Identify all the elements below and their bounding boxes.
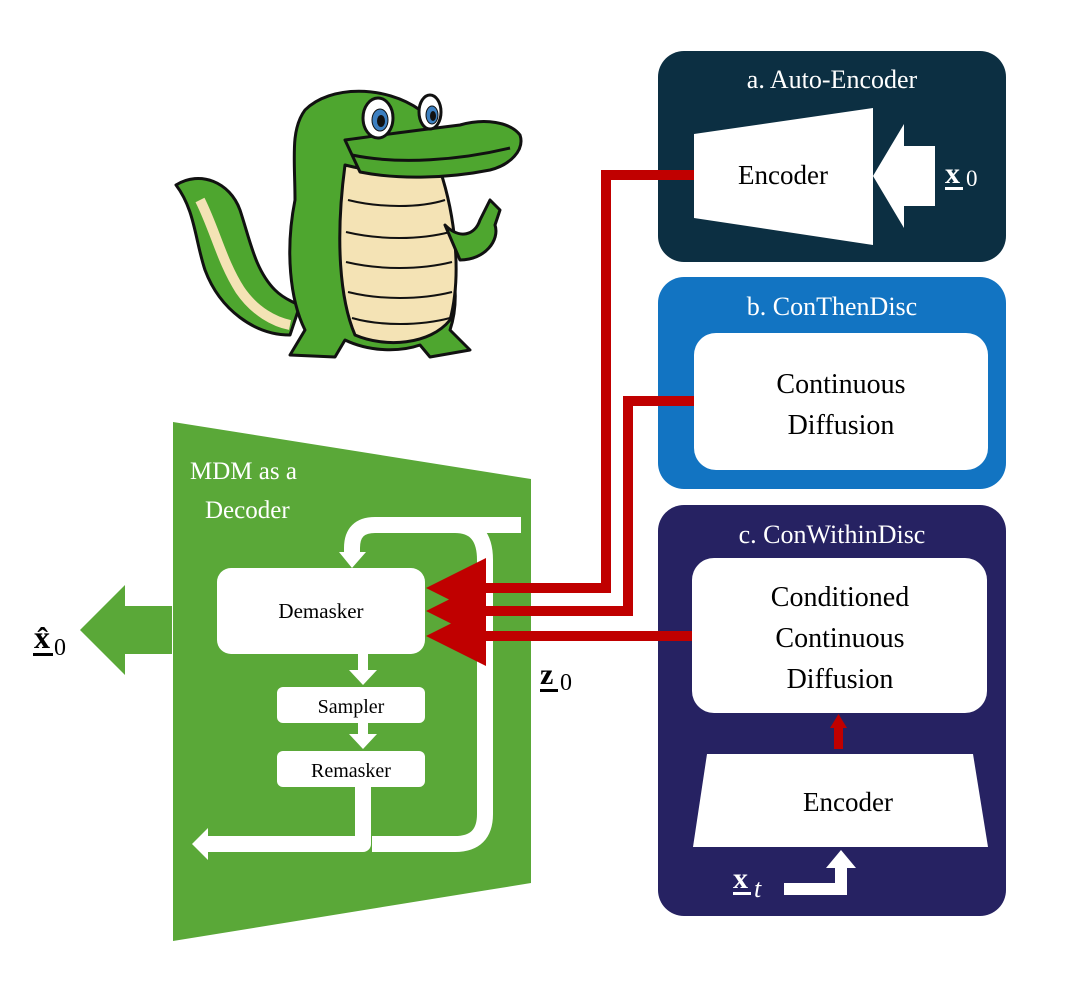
latent-symbol: z 0	[540, 658, 572, 696]
svg-text:x: x	[945, 157, 960, 190]
svg-text:t: t	[754, 874, 762, 903]
svg-text:0: 0	[54, 635, 66, 661]
svg-text:x: x	[733, 862, 748, 895]
demasker-to-sampler-arrow	[349, 670, 377, 685]
crocodile-snout	[343, 120, 523, 179]
panel-b-box-line1: Continuous	[776, 369, 905, 400]
loop-left-arrowhead	[192, 828, 208, 860]
output-symbol: x̂ 0	[33, 619, 66, 661]
demasker-box	[217, 568, 425, 654]
panel-c-diffusion-box	[692, 558, 987, 713]
decoder-title-line1: MDM as a	[190, 458, 297, 485]
panel-a-encoder-trapezoid	[694, 108, 873, 245]
svg-text:x̂: x̂	[34, 619, 50, 655]
crocodile-belly	[338, 163, 458, 345]
panel-a-encoder-label: Encoder	[738, 160, 828, 190]
panel-a-input-symbol: x 0	[945, 157, 978, 191]
decoder-title-line2: Decoder	[205, 497, 290, 524]
latent-connector-a	[426, 170, 694, 618]
panel-c-input-symbol: x t	[733, 862, 762, 903]
panel-a-input-arrow	[873, 124, 935, 228]
latent-connector-b	[426, 396, 694, 641]
crocodile-arm	[443, 198, 502, 262]
panel-c-input-arrow	[784, 868, 847, 895]
sampling-loop-arrow	[205, 517, 521, 852]
crocodile-tail	[174, 176, 302, 337]
demasker-label: Demasker	[278, 599, 363, 623]
panel-c-condition-arrow	[834, 725, 843, 749]
sampler-box	[277, 687, 425, 723]
panel-c-encoder-label: Encoder	[803, 787, 893, 817]
remasker-box	[277, 751, 425, 787]
svg-text:0: 0	[966, 166, 978, 191]
svg-text:z: z	[540, 658, 553, 691]
panel-c-title: c. ConWithinDisc	[739, 520, 926, 549]
remasker-label: Remasker	[311, 760, 391, 782]
panel-c-box-line3: Diffusion	[787, 664, 894, 695]
panel-c-box-line1: Conditioned	[771, 582, 909, 613]
panel-c-encoder-trapezoid	[693, 754, 988, 847]
sampler-label: Sampler	[318, 696, 385, 718]
sampler-to-remasker-arrow	[349, 734, 377, 749]
crocodile-mascot	[174, 89, 523, 359]
panel-b-diffusion-box	[694, 333, 988, 470]
panel-b-box-line2: Diffusion	[788, 410, 895, 441]
svg-text:0: 0	[560, 670, 572, 696]
panel-a-title: a. Auto-Encoder	[747, 65, 918, 94]
decoder-block	[173, 422, 531, 941]
latent-connectors	[426, 170, 694, 666]
loop-down-arrowhead	[339, 552, 366, 568]
panel-c-box-line2: Continuous	[775, 623, 904, 654]
output-arrow	[80, 585, 172, 675]
panel-b-title: b. ConThenDisc	[747, 292, 917, 321]
